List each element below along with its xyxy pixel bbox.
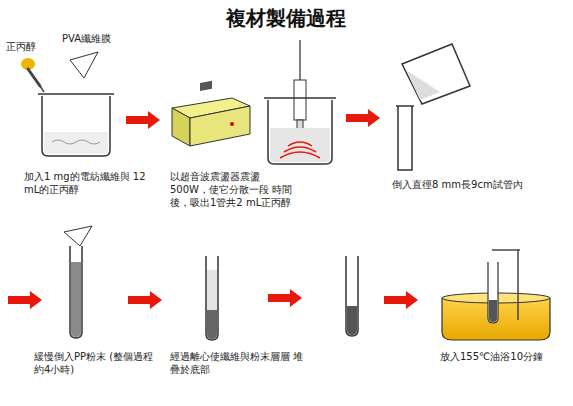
step-arrow xyxy=(8,291,42,309)
step-caption: 倒入直徑8 mm長9cm試管內 xyxy=(392,178,562,191)
step-arrow xyxy=(346,109,380,127)
step-arrow xyxy=(384,291,418,309)
step-arrow xyxy=(126,111,160,129)
step-caption: 放入155℃油浴10分鐘 xyxy=(440,350,568,363)
pva-film xyxy=(70,52,98,78)
test-tube xyxy=(206,256,218,340)
step-caption: 以超音波震盪器震盪 500W，使它分散一段 時間後，吸出1管共2 mL正丙醇 xyxy=(170,170,300,209)
material-label: PVA纖維膜 xyxy=(62,32,142,45)
step-caption: 加入1 mg的電紡纖維與 12 mL的正丙醇 xyxy=(24,170,146,196)
step-caption: 經過離心使纖維與粉末層層 堆疊於底部 xyxy=(170,350,310,376)
beaker xyxy=(38,94,114,156)
dropper xyxy=(21,58,44,92)
step-arrow xyxy=(128,291,162,309)
test-tube xyxy=(396,106,414,170)
diagram-title: 複材製備過程 xyxy=(136,6,436,30)
step-arrow xyxy=(268,289,302,307)
beaker xyxy=(264,98,336,164)
step-caption: 緩慢倒入PP粉末 (整個過程約4小時) xyxy=(34,350,154,376)
ultrasonic-generator xyxy=(172,81,250,146)
pouring-beaker xyxy=(402,44,470,104)
oil-bath xyxy=(442,250,550,340)
test-tube xyxy=(70,246,82,338)
sonicator-probe xyxy=(294,40,306,142)
funnel xyxy=(64,226,92,246)
test-tube xyxy=(346,256,358,336)
reagent-label: 正丙醇 xyxy=(6,40,66,53)
